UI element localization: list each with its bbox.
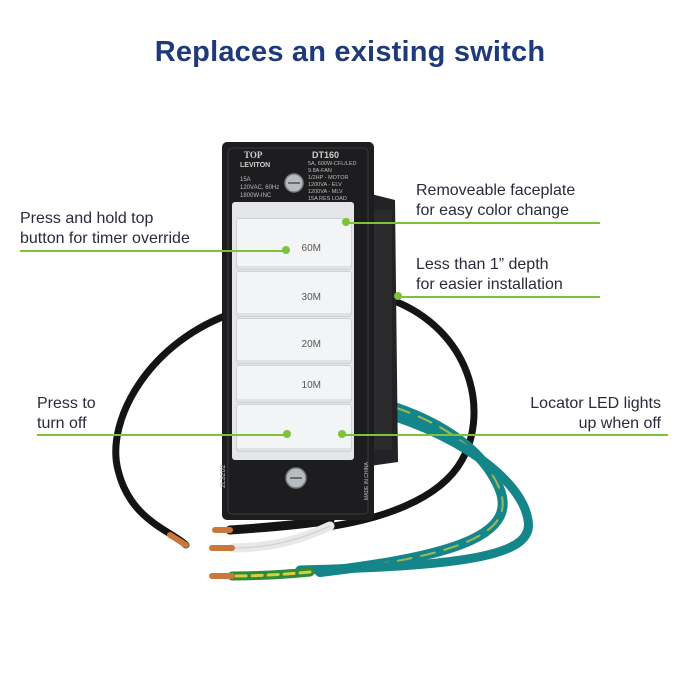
timer-button-10m[interactable]: 10M	[236, 365, 352, 403]
callout-faceplate: Removeable faceplate for easy color chan…	[416, 181, 575, 221]
off-button[interactable]	[236, 404, 352, 452]
leader-dot-press-hold	[282, 246, 290, 254]
callout-line: Locator LED lights	[530, 395, 661, 412]
right-rating-line: 1200VA - ELV	[308, 182, 342, 188]
callout-press-hold: Press and hold top button for timer over…	[20, 209, 190, 249]
leader-line-press-hold	[20, 250, 286, 252]
leader-line-depth	[398, 296, 600, 298]
model-label: DT160	[312, 150, 340, 160]
page-title: Replaces an existing switch	[154, 36, 546, 68]
callout-line: for easier installation	[416, 276, 563, 293]
callout-led: Locator LED lights up when off	[530, 394, 661, 434]
callout-line: Less than 1” depth	[416, 256, 549, 273]
wires	[112, 296, 533, 581]
button-label: 10M	[301, 380, 321, 391]
right-rating-line: 9.8A-FAN	[308, 168, 332, 174]
callout-press-off: Press to turn off	[37, 394, 96, 434]
left-rating: 15A 120VAC, 60Hz 1800W-INC	[240, 176, 279, 200]
callout-line: turn off	[37, 415, 87, 432]
copper-tips	[167, 527, 235, 579]
leader-line-led	[342, 434, 668, 436]
leader-dot-faceplate	[342, 218, 350, 226]
side-code: 2L3202	[220, 464, 227, 488]
left-rating-line: 15A	[240, 177, 251, 183]
callout-line: Press and hold top	[20, 210, 154, 227]
right-rating-line: 5A, 600W-CFL/LED	[308, 161, 357, 167]
button-label: 60M	[301, 243, 321, 254]
leader-dot-depth	[394, 292, 402, 300]
callout-line: button for timer override	[20, 230, 190, 247]
callout-line: for easy color change	[416, 202, 569, 219]
timer-button-60m[interactable]: 60M	[236, 218, 352, 270]
made-in-label: MADE IN CHINA	[364, 462, 370, 500]
timer-button-20m[interactable]: 20M	[236, 318, 352, 364]
right-rating: 5A, 600W-CFL/LED 9.8A-FAN 1/2HP - MOTOR …	[308, 161, 357, 203]
timer-button-30m[interactable]: 30M	[236, 271, 352, 317]
callout-depth: Less than 1” depth for easier installati…	[416, 255, 563, 295]
callout-line: Press to	[37, 395, 96, 412]
button-label: 30M	[301, 292, 321, 303]
right-rating-line: 15A RES LOAD	[308, 196, 347, 202]
left-rating-line: 120VAC, 60Hz	[240, 185, 280, 191]
leader-line-faceplate	[346, 222, 600, 224]
right-rating-line: 1/2HP - MOTOR	[308, 175, 349, 181]
leader-line-press-off	[37, 434, 287, 436]
callout-line: Removeable faceplate	[416, 182, 576, 199]
leader-dot-led	[338, 430, 346, 438]
right-rating-line: 1200VA - MLV	[308, 189, 343, 195]
leader-dot-press-off	[283, 430, 291, 438]
brand-label: LEVITON	[240, 162, 271, 169]
callout-line: up when off	[578, 415, 661, 432]
top-label: TOP	[244, 150, 263, 160]
left-rating-line: 1800W-INC	[240, 193, 272, 199]
button-label: 20M	[301, 339, 321, 350]
